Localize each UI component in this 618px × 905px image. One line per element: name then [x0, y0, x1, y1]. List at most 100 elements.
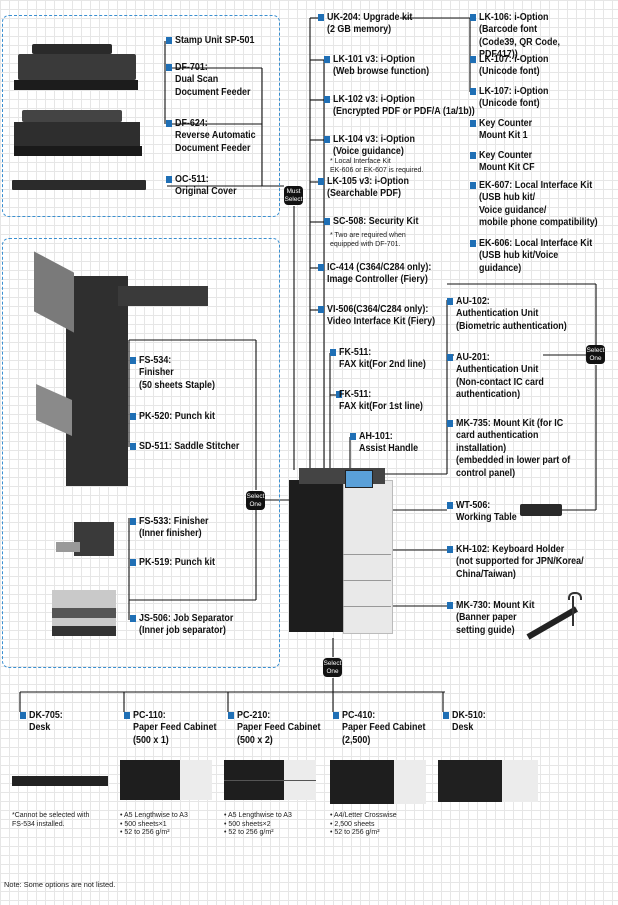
lk104-note: * Local Interface Kit EK-606 or EK-607 i… — [330, 158, 424, 174]
lk104-label: LK-104 v3: i-Option (Voice guidance) — [333, 134, 415, 158]
footnote: Note: Some options are not listed. — [4, 880, 116, 889]
pc110-image — [120, 760, 212, 800]
select-one-badge-cabinet: Select One — [323, 658, 342, 677]
fk511-2nd-label: FK-511: FAX kit(For 2nd line) — [339, 347, 426, 371]
lk102-label: LK-102 v3: i-Option (Encrypted PDF or PD… — [333, 94, 475, 118]
bullet-icon — [318, 306, 324, 313]
df701-image — [14, 44, 144, 90]
dk510-label: DK-510: Desk — [452, 710, 486, 734]
bullet-icon — [166, 37, 172, 44]
bullet-icon — [130, 615, 136, 622]
lk105-label: LK-105 v3: i-Option (Searchable PDF) — [327, 176, 409, 200]
mk730-image — [526, 590, 586, 646]
sd511-label: SD-511: Saddle Stitcher — [139, 441, 240, 452]
js506-label: JS-506: Job Separator (Inner job separat… — [139, 613, 234, 637]
bullet-icon — [470, 120, 476, 127]
df701-label: DF-701: Dual Scan Document Feeder — [175, 62, 251, 98]
oc511-label: OC-511: Original Cover — [175, 174, 237, 198]
bullet-icon — [130, 518, 136, 525]
keycounter1-label: Key Counter Mount Kit 1 — [479, 118, 533, 142]
wt506-label: WT-506: Working Table — [456, 500, 517, 524]
bullet-icon — [447, 602, 453, 609]
bullet-icon — [228, 712, 234, 719]
ah101-label: AH-101: Assist Handle — [359, 431, 419, 455]
mk735-label: MK-735: Mount Kit (for IC card authentic… — [456, 418, 571, 479]
fs533-label: FS-533: Finisher (Inner finisher) — [139, 516, 209, 540]
fs533-image — [56, 522, 116, 556]
fk511-1st-label: FK-511: FAX kit(For 1st line) — [339, 389, 423, 413]
ek607-label: EK-607: Local Interface Kit (USB hub kit… — [479, 180, 598, 229]
dk705-image — [12, 776, 108, 786]
pc210-note: • A5 Lengthwise to A3 • 500 sheets×2 • 5… — [224, 812, 292, 837]
js506-image — [52, 590, 116, 636]
lk107a-label: LK-107: i-Option (Unicode font) — [479, 54, 549, 78]
pk519-label: PK-519: Punch kit — [139, 557, 215, 568]
bullet-icon — [333, 712, 339, 719]
bullet-icon — [447, 354, 453, 361]
bullet-icon — [318, 14, 324, 21]
bullet-icon — [447, 546, 453, 553]
uk204-label: UK-204: Upgrade kit (2 GB memory) — [327, 12, 413, 36]
copier-image — [289, 468, 393, 634]
ek606-label: EK-606: Local Interface Kit (USB hub kit… — [479, 238, 593, 274]
pc110-label: PC-110: Paper Feed Cabinet (500 x 1) — [133, 710, 217, 746]
pc110-note: • A5 Lengthwise to A3 • 500 sheets×1 • 5… — [120, 812, 188, 837]
pk520-label: PK-520: Punch kit — [139, 411, 215, 422]
bullet-icon — [470, 14, 476, 21]
bullet-icon — [166, 120, 172, 127]
bullet-icon — [470, 56, 476, 63]
finisher-options-frame — [2, 238, 280, 668]
bullet-icon — [20, 712, 26, 719]
keycountercf-label: Key Counter Mount Kit CF — [479, 150, 535, 174]
sc508-note: * Two are required when equipped with DF… — [330, 232, 406, 248]
wt506-image — [520, 504, 562, 516]
scanner-options-frame — [2, 15, 280, 217]
bullet-icon — [130, 559, 136, 566]
df624-label: DF-624: Reverse Automatic Document Feede… — [175, 118, 256, 154]
fs534-image — [34, 251, 208, 494]
kh102-label: KH-102: Keyboard Holder (not supported f… — [456, 544, 584, 580]
bullet-icon — [350, 433, 356, 440]
pc210-label: PC-210: Paper Feed Cabinet (500 x 2) — [237, 710, 321, 746]
df624-image — [14, 110, 144, 156]
lk106-label: LK-106: i-Option (Barcode font (Code39, … — [479, 12, 560, 61]
bullet-icon — [447, 502, 453, 509]
dk705-note: *Cannot be selected with FS-534 installe… — [12, 812, 90, 828]
must-select-badge: Must Select — [284, 186, 303, 205]
bullet-icon — [318, 264, 324, 271]
bullet-icon — [470, 182, 476, 189]
fs534-label: FS-534: Finisher (50 sheets Staple) — [139, 355, 215, 391]
oc511-image — [12, 180, 146, 190]
bullet-icon — [130, 443, 136, 450]
bullet-icon — [470, 152, 476, 159]
bullet-icon — [124, 712, 130, 719]
bullet-icon — [166, 176, 172, 183]
select-one-badge-auth: Select One — [586, 345, 605, 364]
bullet-icon — [324, 96, 330, 103]
pc410-note: • A4/Letter Crosswise • 2,500 sheets • 5… — [330, 812, 397, 837]
bullet-icon — [447, 420, 453, 427]
bullet-icon — [130, 413, 136, 420]
bullet-icon — [130, 357, 136, 364]
lk101-label: LK-101 v3: i-Option (Web browse function… — [333, 54, 430, 78]
bullet-icon — [166, 64, 172, 71]
ic414-label: IC-414 (C364/C284 only): Image Controlle… — [327, 262, 432, 286]
bullet-icon — [447, 298, 453, 305]
pc410-image — [330, 760, 426, 804]
bullet-icon — [336, 391, 342, 398]
pc410-label: PC-410: Paper Feed Cabinet (2,500) — [342, 710, 426, 746]
dk705-label: DK-705: Desk — [29, 710, 63, 734]
mk730-label: MK-730: Mount Kit (Banner paper setting … — [456, 600, 535, 636]
sc508-label: SC-508: Security Kit — [333, 216, 419, 227]
bullet-icon — [324, 56, 330, 63]
bullet-icon — [470, 240, 476, 247]
au102-label: AU-102: Authentication Unit (Biometric a… — [456, 296, 567, 332]
lk107b-label: LK-107: i-Option (Unicode font) — [479, 86, 549, 110]
bullet-icon — [470, 88, 476, 95]
sp501-label: Stamp Unit SP-501 — [175, 35, 255, 46]
bullet-icon — [318, 178, 324, 185]
dk510-image — [438, 760, 538, 802]
pc210-image — [224, 760, 316, 800]
bullet-icon — [443, 712, 449, 719]
